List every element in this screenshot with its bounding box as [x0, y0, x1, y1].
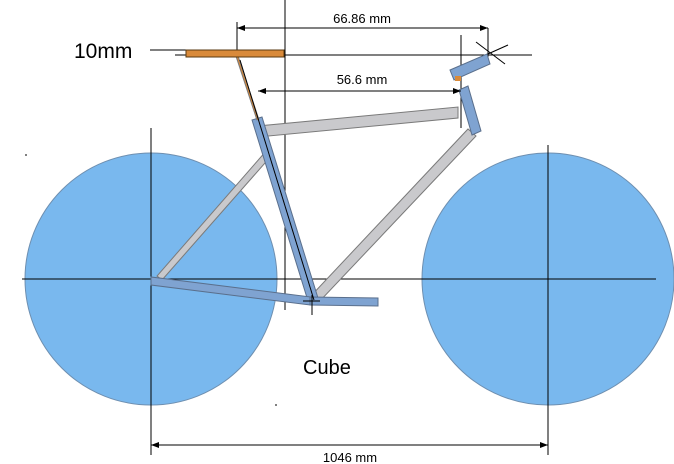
seat-post-core: [235, 52, 259, 121]
saddle: [185, 49, 285, 58]
offset-label: 10mm: [74, 40, 132, 63]
stem: [449, 53, 491, 81]
dim-mid-label: 56.6 mm: [337, 72, 388, 87]
head-tube: [458, 85, 482, 136]
crank-arm: [309, 296, 379, 307]
dim-top-line: [237, 25, 488, 31]
spacer: [455, 76, 461, 81]
dim-wheelbase-line: [151, 442, 548, 448]
frame-name-label: Cube: [303, 357, 351, 379]
dim-mid-line: [258, 88, 461, 94]
dim-wheelbase-label: 1046 mm: [323, 450, 377, 464]
dim-top-label: 66.86 mm: [333, 11, 391, 26]
seat-tube-axis-line: [239, 59, 315, 301]
top-tube: [257, 106, 459, 138]
